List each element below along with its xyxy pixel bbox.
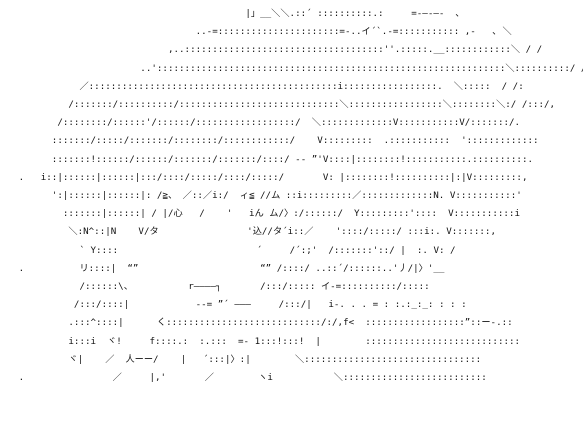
text-art-line: .:::^::::| く::::::::::::::::::::::::::::…	[2, 317, 513, 329]
text-art-line: ':|::::::|::::::|: /≧、 ／::／i:/ ィ≦ //ム ::…	[2, 190, 522, 202]
text-art-line: /:::::::/::::::::::/::::::::::::::::::::…	[2, 99, 556, 111]
text-art-line: ,..::::::::::::::::::::::::::::::::::::'…	[2, 44, 543, 56]
text-art-line: ヾ| ／ 人ーー/ | ´:::|〉:| ＼::::::::::::::::::…	[2, 353, 482, 365]
text-art-line: ／:::::::::::::::::::::::::::::::::::::::…	[2, 80, 524, 92]
text-art-line: :::::::!::::::/::::::/:::::::/:::::::/::…	[2, 153, 534, 165]
text-art-line: ..':::::::::::::::::::::::::::::::::::::…	[2, 62, 583, 74]
text-art-line: /:::/::::| --= ”´ ――― /:::/| i-. . . = :…	[2, 299, 467, 311]
text-art-line: . ／ |,' ／ ヽi ＼::::::::::::::::::::::::::	[2, 372, 487, 384]
text-art-block: |」__＼＼.::´ ::::::::::.: =-―-―- ､ ..-=:::…	[2, 8, 583, 384]
text-art-line: |」__＼＼.::´ ::::::::::.: =-―-―- ､	[2, 8, 461, 19]
text-art-line: ＼:N^::|N V/タ '込//タ´i::／ '::::/:::::/ :::…	[2, 226, 496, 238]
text-art-line: ` Y:::: ´ /´:;' /:::::::'::/ | :. V: /	[2, 244, 456, 256]
text-art-line: . リ::::| “” “” /::::/ ..::´/::::::..'丿/|…	[2, 262, 445, 274]
text-art-line: ..-=::::::::::::::::::::::=-..イ´`.-=::::…	[2, 26, 512, 38]
text-art-line: i:::i ヾ! f::::.: :.::: =- 1:::!:::! | ::…	[2, 335, 521, 347]
text-art-line: /::::::\、 r――――┐ /:::/::::: イ-=:::::::::…	[2, 281, 430, 293]
text-art-line: :::::::|::::::| / |/心 / ' iん ム/〉:/::::::…	[2, 208, 520, 220]
text-art-line: :::::::/:::::/:::::::/::::::::/:::::::::…	[2, 135, 539, 147]
text-art-line: /::::::::/::::::'/::::::/:::::::::::::::…	[2, 117, 521, 129]
text-art-line: . i::|::::::|::::::|:::/::::/:::::/::::/…	[2, 171, 528, 183]
